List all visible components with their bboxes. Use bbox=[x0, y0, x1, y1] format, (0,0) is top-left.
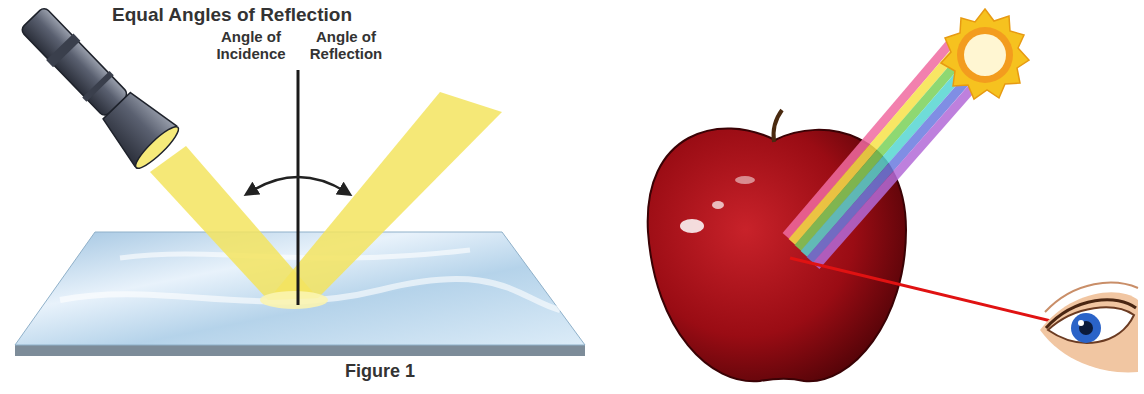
angle-label: Angle of Incidence bbox=[208, 28, 294, 62]
apple-stem bbox=[773, 110, 782, 142]
reflected-beam bbox=[268, 92, 502, 300]
angle-arc bbox=[250, 177, 346, 192]
sun bbox=[941, 9, 1029, 99]
plane-sheen bbox=[120, 250, 470, 258]
light-spot bbox=[260, 291, 328, 309]
plane-edge bbox=[15, 345, 585, 356]
reflected-red-light bbox=[790, 258, 1080, 328]
flashlight bbox=[11, 0, 183, 173]
apple-highlight bbox=[712, 201, 724, 209]
angle-label: Angle of Reflection bbox=[302, 28, 390, 62]
figure-title: Equal Angles of Reflection bbox=[112, 4, 472, 26]
normal-line bbox=[297, 70, 300, 305]
figure-caption: Figure 1 bbox=[280, 361, 480, 382]
apple-highlight bbox=[735, 176, 755, 184]
apple-highlight bbox=[680, 219, 704, 233]
eye bbox=[1040, 283, 1138, 373]
